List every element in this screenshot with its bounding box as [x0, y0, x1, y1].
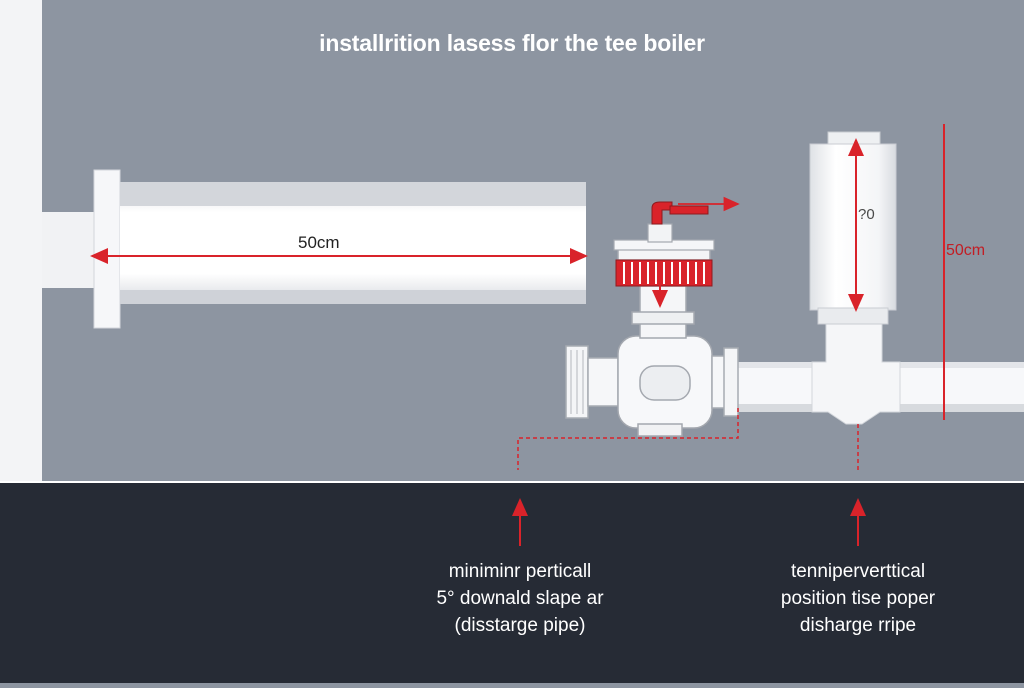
left-wall-strip	[0, 0, 42, 482]
left-annotation-line-2: 5° downald slape ar	[436, 588, 604, 609]
diagram-title: installrition lasess flor the tee boiler	[319, 30, 705, 56]
vertical-height-label: 50cm	[946, 242, 986, 259]
left-annotation: miniminr perticall 5° downald slape ar (…	[380, 558, 660, 639]
right-discharge-pipe	[732, 319, 1024, 425]
left-annotation-line-3: (disstarge pipe)	[454, 615, 586, 636]
right-annotation-line-3: disharge rripe	[799, 615, 917, 636]
right-annotation-line-1: tenniperverttical	[790, 561, 926, 582]
right-annotation-line-2: position tise poper	[780, 588, 936, 609]
left-annotation-line-1: miniminr perticall	[448, 561, 592, 582]
valve-assembly	[565, 201, 739, 437]
horizontal-length-label: 50cm	[298, 233, 340, 252]
vertical-pipe	[809, 131, 897, 325]
left-leader-line	[517, 408, 739, 470]
right-annotation: tenniperverttical position tise poper di…	[728, 558, 988, 639]
vertical-inner-mark-label: ?0	[858, 206, 875, 223]
